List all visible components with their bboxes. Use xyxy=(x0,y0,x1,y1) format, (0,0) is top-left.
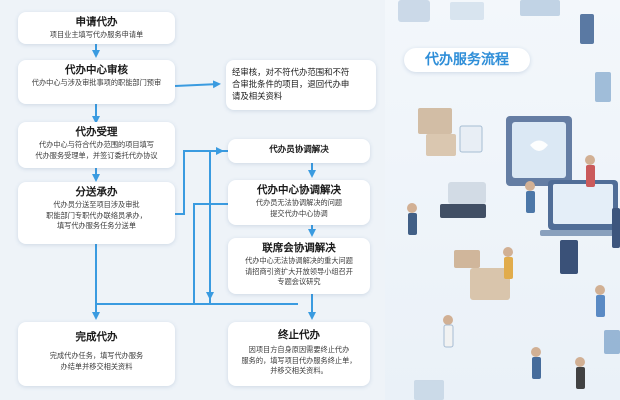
step-desc: 代办中心与符合代办范围的项目填写 代办服务受理单，并签订委托代办协议 xyxy=(35,140,158,160)
step-accept: 代办受理 代办中心与符合代办范围的项目填写 代办服务受理单，并签订委托代办协议 xyxy=(18,122,175,168)
step-title: 完成代办 xyxy=(75,331,118,343)
step-title: 联席会协调解决 xyxy=(262,242,336,254)
step-desc: 代办中心无法协调解决的重大问题 请招商引资扩大开放领导小组召开 专题会议研究 xyxy=(245,256,353,286)
step-center-coordinate: 代办中心协调解决 代办员无法协调解决的问题 提交代办中心协调 xyxy=(228,180,370,225)
step-desc: 项目业主填写代办服务申请单 xyxy=(49,30,144,39)
step-apply: 申请代办 项目业主填写代办服务申请单 xyxy=(18,12,175,44)
step-desc: 因项目方自身原因需要终止代办 服务的，填写项目代办服务终止单， 并移交相关资料。 xyxy=(241,345,357,375)
office-illustration xyxy=(398,0,620,400)
rejection-note: 经审核，对不符代办范围和不符 合审批条件的项目，退回代办申 请及相关资料 xyxy=(226,60,376,110)
step-title: 申请代办 xyxy=(75,16,118,28)
arrow-coord-down xyxy=(206,150,228,300)
step-title: 代办中心协调解决 xyxy=(257,184,341,196)
page-heading: 代办服务流程 xyxy=(404,48,530,72)
step-complete: 完成代办 完成代办任务，填写代办服务 办结单并移交相关资料 xyxy=(18,322,175,386)
step-desc: 完成代办任务，填写代办服务 办结单并移交相关资料 xyxy=(49,351,144,371)
arrow-center-down xyxy=(193,203,228,298)
step-desc: 代办员分送至项目涉及审批 职能部门专职代办联络员承办， 填写代办服务任务分送单 xyxy=(46,200,147,230)
step-title: 代办员协调解决 xyxy=(269,145,329,155)
step-desc: 代办中心与涉及审批事项的职能部门预审 xyxy=(31,78,162,87)
step-title: 代办受理 xyxy=(75,126,118,138)
arrow-dispatch-to-coord xyxy=(175,147,224,215)
step-dispatch: 分送承办 代办员分送至项目涉及审批 职能部门专职代办联络员承办， 填写代办服务任… xyxy=(18,182,175,244)
step-coordinate: 代办员协调解决 xyxy=(228,139,370,163)
step-terminate: 终止代办 因项目方自身原因需要终止代办 服务的，填写项目代办服务终止单， 并移交… xyxy=(228,322,370,386)
step-review: 代办中心审核 代办中心与涉及审批事项的职能部门预审 xyxy=(18,60,175,104)
step-joint-meeting: 联席会协调解决 代办中心无法协调解决的重大问题 请招商引资扩大开放领导小组召开 … xyxy=(228,238,370,294)
step-title: 终止代办 xyxy=(278,329,320,341)
step-desc: 代办员无法协调解决的问题 提交代办中心协调 xyxy=(255,198,343,218)
arrow-review-to-note xyxy=(174,80,221,89)
step-title: 代办中心审核 xyxy=(65,64,128,76)
step-title: 分送承办 xyxy=(75,186,118,198)
